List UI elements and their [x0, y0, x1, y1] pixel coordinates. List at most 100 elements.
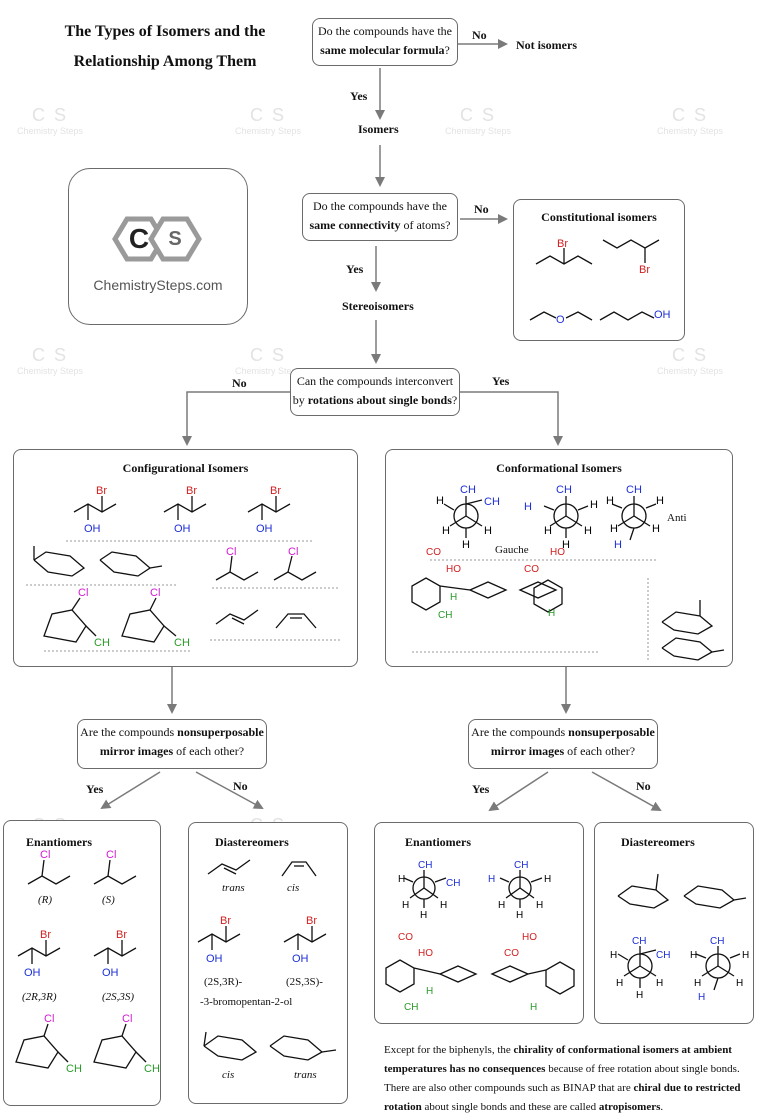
atom-br-2: Br: [639, 264, 650, 276]
q3-pre2: by: [292, 393, 308, 407]
atom-oh: OH: [84, 523, 101, 535]
atom-cl: Cl: [106, 849, 116, 861]
atom-h: H: [498, 900, 505, 911]
q3-bold: rotations about single bonds: [307, 393, 452, 407]
atom-h: H: [736, 978, 743, 989]
watermark-logo-icon: C S: [459, 105, 496, 125]
atom-h3c: H: [698, 992, 705, 1003]
atom-ho2c: HO: [446, 564, 461, 575]
atom-ch3: CH: [94, 637, 110, 649]
q3-post: ?: [451, 393, 458, 407]
atom-ch3: CH: [710, 936, 724, 947]
label-trans-2: trans: [294, 1069, 317, 1081]
atom-h: H: [544, 874, 551, 885]
note-text-3: about single bonds and these are called: [421, 1101, 599, 1113]
atom-ho2c: HO: [418, 948, 433, 959]
atom-h: H: [442, 525, 450, 537]
atom-ch3: CH: [626, 484, 642, 496]
label-cis: cis: [287, 882, 300, 894]
atom-br-1: Br: [557, 238, 568, 250]
q5-text: Are the compounds: [471, 725, 569, 739]
label-not-isomers: Not isomers: [516, 38, 577, 52]
q2-text: Do the compounds have the: [313, 199, 447, 213]
atom-h: H: [590, 499, 598, 511]
atom-h: H: [544, 525, 552, 537]
logo-icon: [112, 216, 202, 262]
atom-br: Br: [96, 485, 107, 497]
atom-br: Br: [306, 915, 317, 927]
atom-ch3: CH: [438, 610, 452, 621]
diastereomers-title-left: Diastereomers: [215, 835, 289, 849]
atom-br: Br: [40, 929, 51, 941]
watermark-text: Chemistry Steps: [234, 366, 302, 376]
atom-h3c: H: [524, 501, 532, 513]
arrow-configurational: [182, 391, 290, 446]
atom-h: H: [606, 495, 614, 507]
atom-ch3: CH: [460, 484, 476, 496]
label-yes-3: Yes: [492, 374, 510, 388]
configurational-isomers-box: Configurational Isomers: [13, 449, 358, 667]
atom-ch3: CH: [632, 936, 646, 947]
q5-post: of each other?: [564, 744, 636, 758]
note-bold-2: chiral due to restricted rotation: [384, 1082, 741, 1113]
label-no-3: No: [232, 376, 247, 390]
constitutional-isomers-title: Constitutional isomers: [541, 210, 657, 224]
title-line-1: The Types of Isomers and the: [64, 23, 266, 40]
logo-letter-c: C: [128, 223, 150, 254]
atom-h: H: [636, 990, 643, 1001]
watermark-text: Chemistry Steps: [656, 126, 724, 136]
diastereomers-title-right: Diastereomers: [621, 835, 695, 849]
atom-h: H: [610, 523, 618, 535]
watermark-logo-icon: C S: [31, 105, 68, 125]
atom-cl: Cl: [78, 587, 88, 599]
atom-ch3: CH: [174, 637, 190, 649]
atom-h: H: [610, 950, 617, 961]
atom-h: H: [484, 525, 492, 537]
arrow-enantiomers-left: [100, 771, 161, 810]
label-no-5: No: [636, 779, 651, 793]
atropisomer-note: Except for the biphenyls, the chirality …: [384, 1041, 764, 1117]
label-trans: trans: [222, 882, 245, 894]
atom-ch3: CH: [66, 1063, 82, 1075]
atom-h3c: H: [548, 608, 555, 619]
label-2r3r: (2R,3R): [22, 991, 57, 1003]
atom-h: H: [420, 910, 427, 921]
atom-br: Br: [220, 915, 231, 927]
q2-bold: same connectivity: [309, 218, 401, 232]
label-yes-5: Yes: [472, 782, 490, 796]
atom-h3c: H: [450, 592, 457, 603]
configurational-isomers-title: Configurational Isomers: [122, 461, 249, 475]
watermark-text: Chemistry Steps: [16, 126, 84, 136]
watermark-text: Chemistry Steps: [16, 366, 84, 376]
question-molecular-formula: Do the compounds have the same molecular…: [312, 18, 458, 66]
q4-bold1: nonsuperposable: [177, 725, 264, 739]
q4-post: of each other?: [173, 744, 245, 758]
atom-cl: Cl: [150, 587, 160, 599]
atom-ch3: CH: [418, 860, 432, 871]
atom-h: H: [516, 910, 523, 921]
q2-post: of atoms?: [400, 218, 451, 232]
atom-h: H: [536, 900, 543, 911]
atom-h: H: [616, 978, 623, 989]
q5-bold1: nonsuperposable: [568, 725, 655, 739]
atom-h: H: [652, 523, 660, 535]
atom-h: H: [402, 900, 409, 911]
watermark-logo-icon: C S: [31, 345, 68, 365]
note-text-4: .: [660, 1101, 664, 1113]
label-yes-4: Yes: [86, 782, 104, 796]
label-yes-1: Yes: [350, 89, 368, 103]
label-2s3r: (2S,3R)-: [204, 976, 243, 988]
question-mirror-images-right: Are the compounds nonsuperposable mirror…: [468, 719, 658, 769]
atom-h: H: [398, 874, 405, 885]
atom-co2h: CO: [524, 564, 539, 575]
atom-oh: OH: [24, 967, 41, 979]
atom-co2h: CO: [398, 932, 413, 943]
atom-oh: OH: [102, 967, 119, 979]
